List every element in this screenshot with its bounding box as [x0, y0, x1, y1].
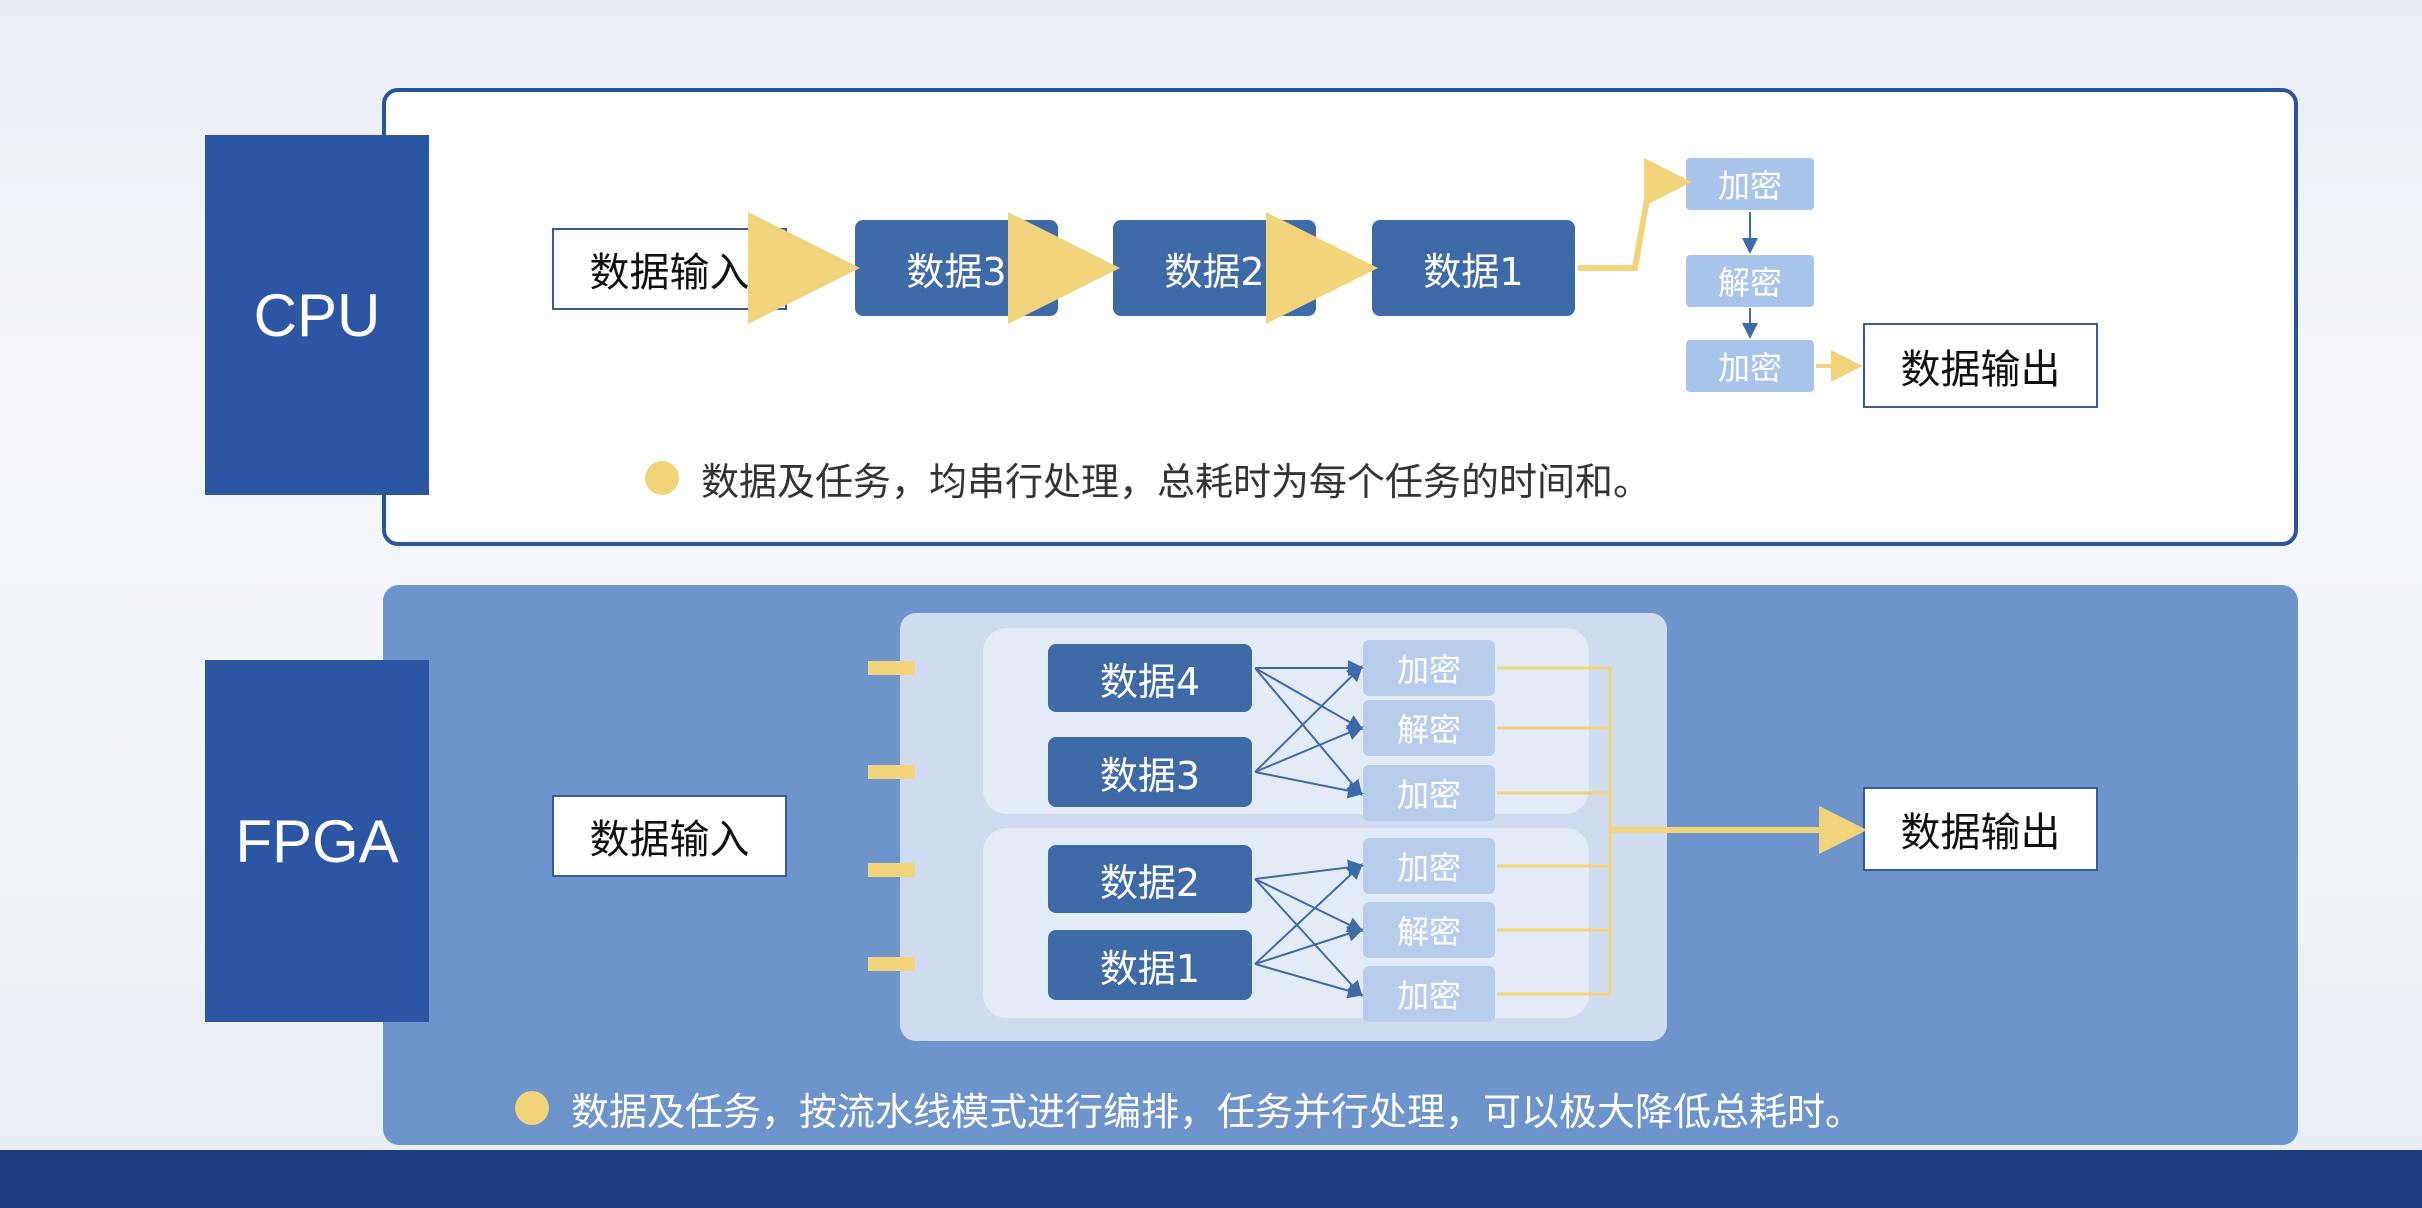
fpga-data-output: 数据输出 [1863, 787, 2098, 871]
fpga-op-decrypt-2: 解密 [1363, 902, 1495, 958]
cpu-data-1: 数据1 [1372, 220, 1575, 316]
bullet-icon [515, 1091, 549, 1125]
fpga-note-text: 数据及任务，按流水线模式进行编排，任务并行处理，可以极大降低总耗时。 [571, 1089, 1864, 1134]
cpu-data-output: 数据输出 [1863, 323, 2098, 408]
fpga-op-encrypt-4: 加密 [1363, 966, 1495, 1022]
fpga-data-1: 数据1 [1048, 930, 1252, 1000]
bullet-icon [645, 461, 679, 495]
footer-bar [0, 1150, 2422, 1208]
fpga-op-encrypt-2: 加密 [1363, 765, 1495, 821]
fpga-data-4: 数据4 [1048, 644, 1252, 712]
cpu-label: CPU [205, 135, 429, 495]
cpu-note-text: 数据及任务，均串行处理，总耗时为每个任务的时间和。 [701, 459, 1652, 504]
cpu-op-decrypt: 解密 [1686, 255, 1814, 307]
cpu-note: 数据及任务，均串行处理，总耗时为每个任务的时间和。 [645, 448, 2145, 508]
fpga-data-3: 数据3 [1048, 737, 1252, 807]
fpga-label: FPGA [205, 660, 429, 1022]
cpu-op-encrypt-1: 加密 [1686, 158, 1814, 210]
fpga-data-2: 数据2 [1048, 845, 1252, 913]
cpu-arrow-to-op [1578, 158, 1692, 271]
cpu-op-encrypt-2: 加密 [1686, 340, 1814, 392]
fpga-data-input: 数据输入 [552, 795, 787, 877]
fpga-op-encrypt-3: 加密 [1363, 838, 1495, 894]
fpga-op-decrypt-1: 解密 [1363, 700, 1495, 756]
fpga-op-encrypt-1: 加密 [1363, 640, 1495, 696]
fpga-note: 数据及任务，按流水线模式进行编排，任务并行处理，可以极大降低总耗时。 [515, 1078, 2215, 1138]
